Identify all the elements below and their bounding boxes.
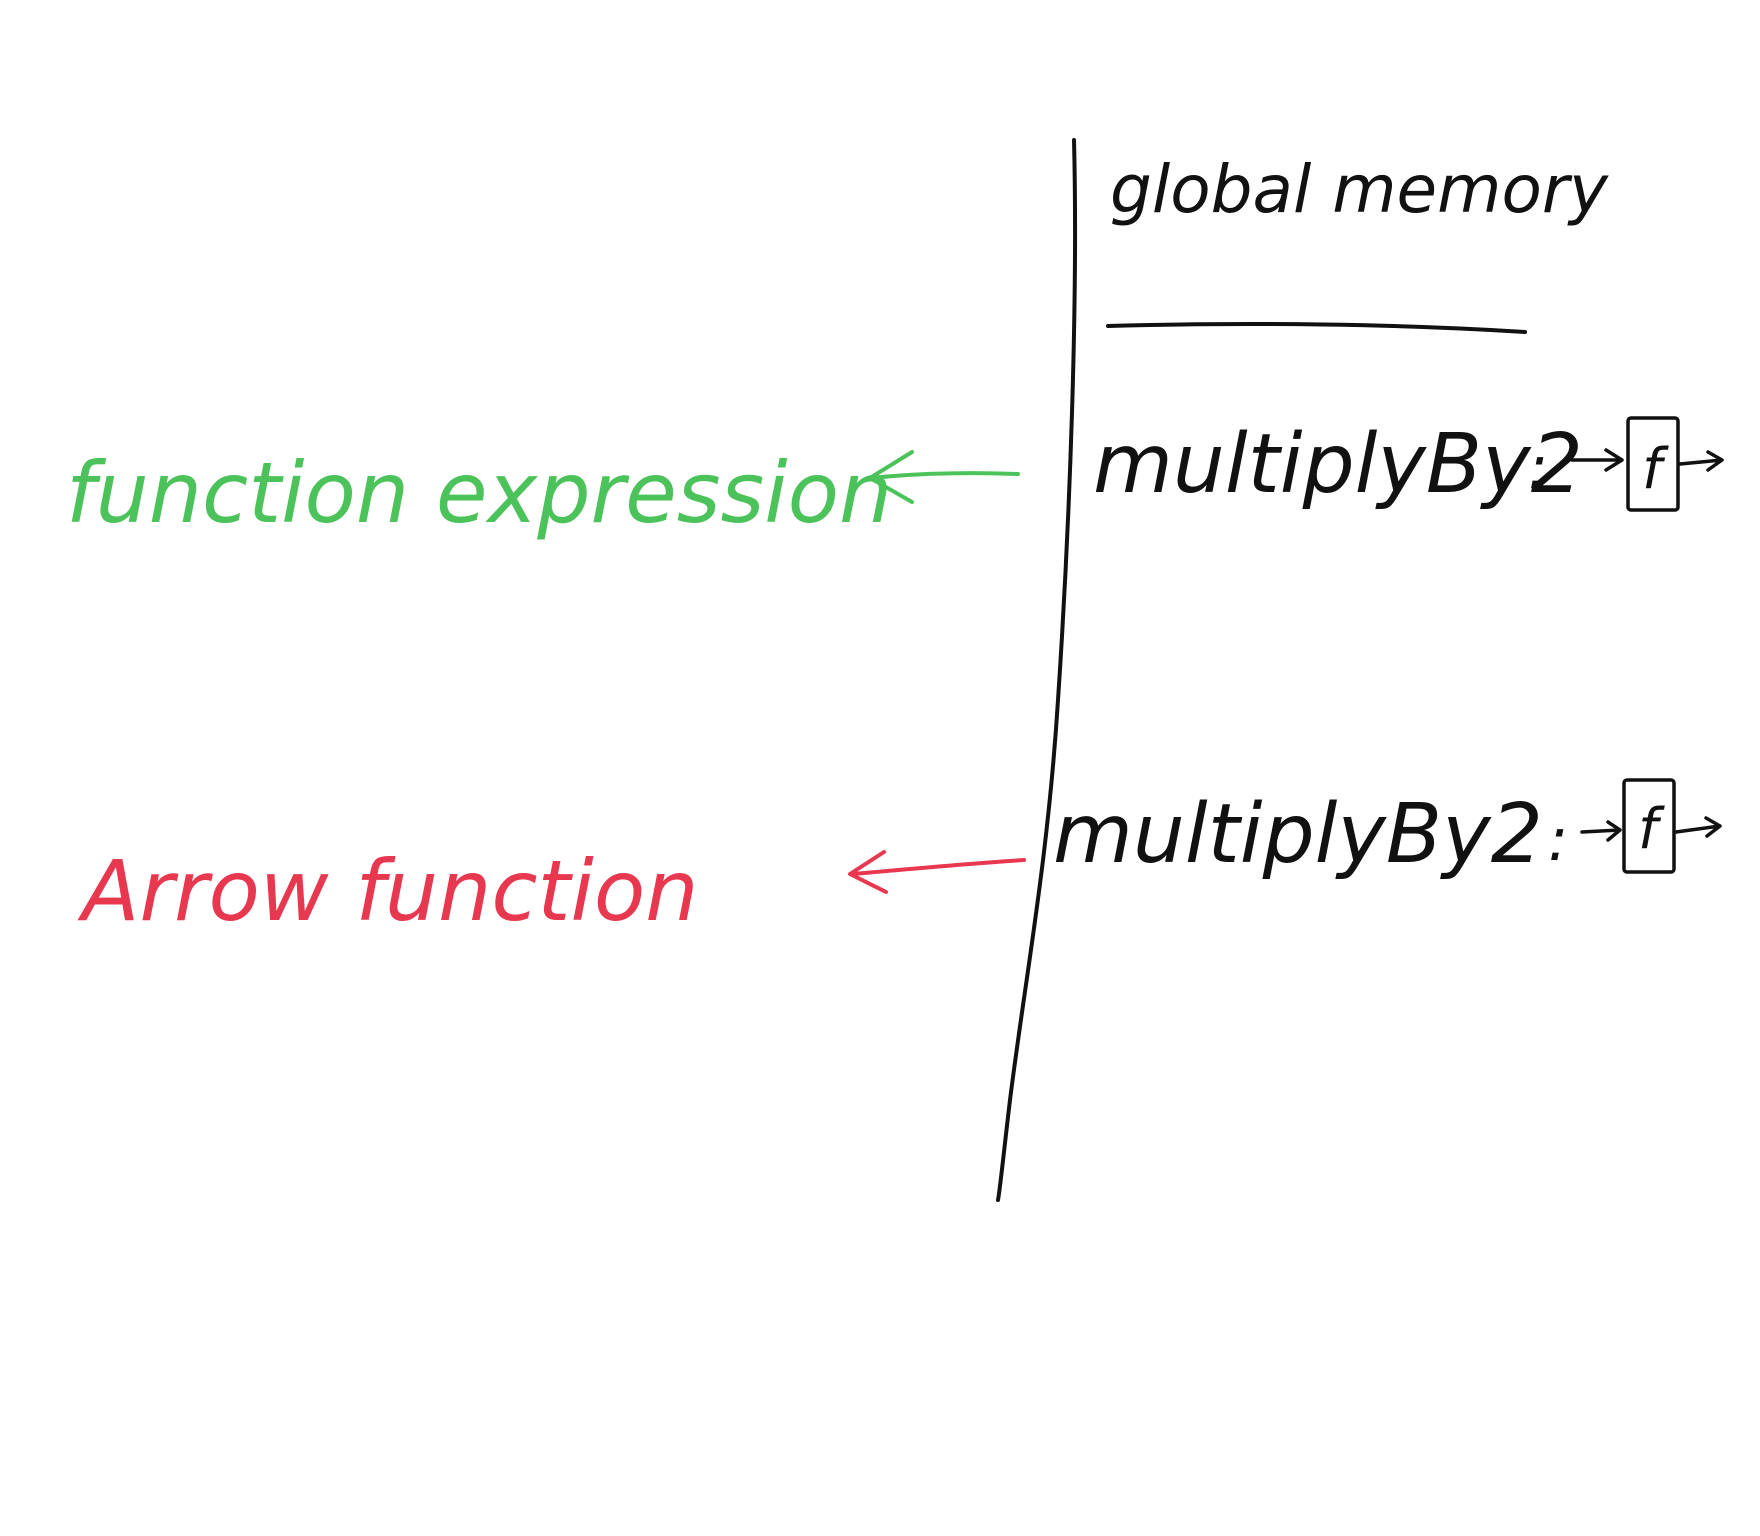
memory-entry-1-value: f xyxy=(1642,437,1669,502)
global-memory-header: global memory xyxy=(1110,151,1609,228)
pointer-arrow-in-icon xyxy=(1580,820,1622,842)
memory-entry-1-name: multiplyBy2 xyxy=(1093,417,1583,512)
function-box-icon xyxy=(1622,778,1676,874)
memory-entry-2-name: multiplyBy2 xyxy=(1053,787,1543,882)
annotation-arrow-function: Arrow function xyxy=(77,842,1026,940)
memory-entry-2-separator: : xyxy=(1548,805,1568,875)
annotation-function-expression: function expression xyxy=(66,444,1020,542)
pointer-arrow-out-icon xyxy=(1678,450,1724,472)
header-underline xyxy=(1106,322,1527,334)
function-box-icon xyxy=(1626,416,1680,512)
pointer-arrow-out-icon xyxy=(1674,816,1722,838)
left-arrow-icon xyxy=(848,850,1026,894)
memory-entry-2: multiplyBy2 : f xyxy=(1053,778,1722,882)
memory-entry-1: multiplyBy2 : f xyxy=(1093,416,1724,512)
memory-entry-1-separator: : xyxy=(1528,433,1548,503)
annotation-function-expression-label: function expression xyxy=(66,444,892,542)
pointer-arrow-in-icon xyxy=(1570,448,1624,472)
left-arrow-icon xyxy=(868,450,1020,504)
memory-divider-line xyxy=(996,138,1078,1202)
annotation-arrow-function-label: Arrow function xyxy=(77,842,698,940)
memory-entry-2-value: f xyxy=(1638,797,1665,862)
